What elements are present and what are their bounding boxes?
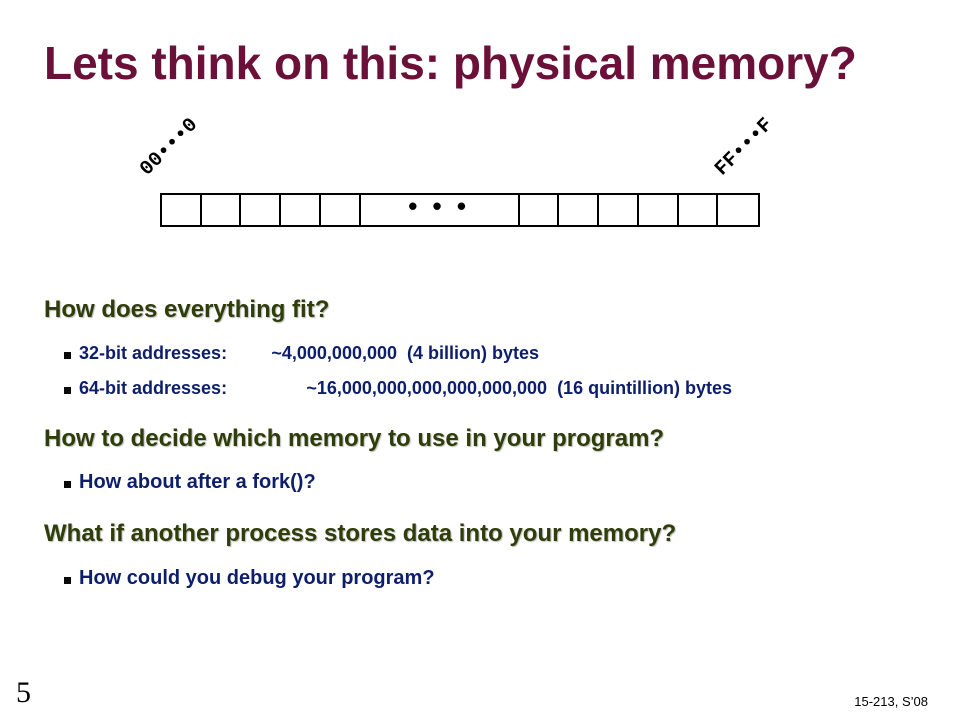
- memory-cell: [718, 195, 758, 225]
- course-tag: 15-213, S’08: [854, 694, 928, 709]
- bullet-value: ~4,000,000,000: [271, 343, 397, 363]
- memory-cell: [520, 195, 560, 225]
- bullet-fork: How about after a fork()?: [64, 471, 316, 494]
- memory-cell: [559, 195, 600, 225]
- square-bullet-icon: [64, 386, 71, 394]
- slide-title: Lets think on this: physical memory?: [44, 37, 857, 89]
- bullet-32bit: 32-bit addresses: ~4,000,000,000 (4 bill…: [64, 343, 539, 364]
- memory-cell: [639, 195, 679, 225]
- square-bullet-icon: [64, 480, 71, 488]
- bullet-desc: (16 quintillion) bytes: [557, 378, 733, 398]
- memory-cell: [162, 195, 202, 225]
- bullet-text: How could you debug your program?: [79, 567, 435, 589]
- bullet-value: ~16,000,000,000,000,000,000: [306, 378, 548, 398]
- section-heading-decide: How to decide which memory to use in you…: [44, 425, 665, 452]
- memory-cell: [241, 195, 282, 225]
- bullet-debug: How could you debug your program?: [64, 567, 435, 590]
- bullet-label: 64-bit addresses:: [79, 378, 228, 398]
- square-bullet-icon: [64, 351, 71, 359]
- bullet-text: How about after a fork()?: [79, 471, 316, 493]
- memory-start-address: 00•••0: [135, 113, 203, 181]
- memory-cell: [321, 195, 361, 225]
- bullet-desc: (4 billion) bytes: [407, 343, 540, 363]
- memory-cell: [281, 195, 321, 225]
- memory-end-address: FF•••F: [710, 113, 778, 181]
- memory-cell: [599, 195, 639, 225]
- square-bullet-icon: [64, 576, 71, 584]
- memory-cell: [679, 195, 719, 225]
- bullet-64bit: 64-bit addresses: ~16,000,000,000,000,00…: [64, 378, 732, 399]
- memory-bar: • • •: [160, 193, 760, 227]
- section-heading-another-process: What if another process stores data into…: [44, 520, 677, 547]
- bullet-label: 32-bit addresses:: [79, 343, 228, 363]
- memory-cell: [202, 195, 242, 225]
- slide-number: 5: [16, 676, 31, 709]
- memory-gap-ellipsis: • • •: [361, 193, 520, 225]
- section-heading-fit: How does everything fit?: [44, 296, 330, 323]
